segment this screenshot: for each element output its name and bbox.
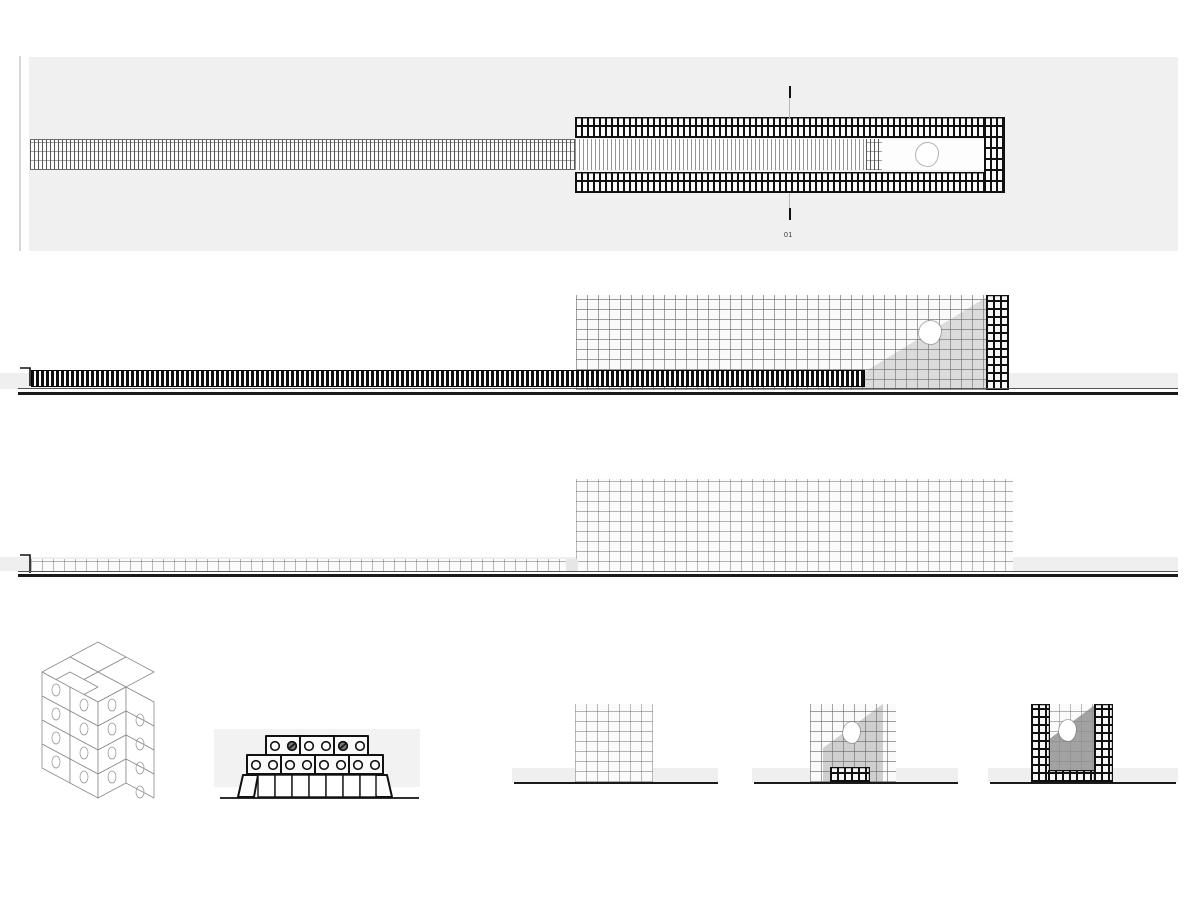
- elev3-left-return-shape: [20, 554, 31, 573]
- elev3-ground-line: [18, 574, 1178, 577]
- section-marker-label: 01: [784, 232, 793, 239]
- module-detail-drawing: [220, 735, 419, 799]
- section-marker-leader-bottom: [789, 193, 790, 210]
- plan-corridor-strip: [30, 139, 578, 170]
- plan-void-blob: [916, 143, 938, 166]
- plan-left-rule: [19, 56, 21, 251]
- elev2-plinth-bar: [31, 370, 865, 387]
- xs3-wall-right-poche: [1094, 704, 1113, 782]
- elev2-left-return: [20, 367, 32, 387]
- marked-opening-group: [286, 740, 349, 752]
- xs3-ground-line: [990, 782, 1176, 784]
- xs3-base-poche: [1048, 770, 1095, 782]
- xs1-body: [575, 704, 653, 782]
- xs2-void-oval: [843, 722, 860, 743]
- elev3-left-return: [20, 554, 32, 574]
- elev3-plinth-bar: [31, 559, 576, 572]
- elev2-ground-line: [18, 392, 1178, 395]
- plan-inner-corridor: [575, 139, 868, 170]
- elev3-tower-body: [576, 479, 1013, 572]
- elev2-end-wall-poche: [986, 295, 1009, 390]
- view-cross-section-light: [512, 690, 722, 805]
- view-cross-section-poche: [988, 690, 1188, 805]
- xs3-wall-left-poche: [1031, 704, 1050, 782]
- xs2-ground-line: [754, 782, 958, 784]
- xs3-shadow-wedge-shape: [1048, 704, 1096, 782]
- plan-corridor-top-edge: [30, 139, 578, 140]
- xs2-base-poche: [830, 767, 870, 782]
- elev2-void-circle: [919, 321, 941, 344]
- view-axonometric: [18, 625, 178, 825]
- plan-wall-upper: [575, 117, 1005, 138]
- section-marker-tick-top: [789, 86, 791, 98]
- view-cross-section-shaded: [752, 690, 962, 805]
- view-long-elevation-shaded: [0, 275, 1200, 415]
- xs1-ground-line: [514, 782, 718, 784]
- xs3-void-oval: [1059, 720, 1076, 741]
- plan-corridor-bottom-edge: [30, 169, 578, 170]
- view-module-detail: [214, 725, 424, 805]
- elev2-left-return-shape: [20, 367, 31, 386]
- plan-wall-lower: [575, 172, 1005, 193]
- section-marker-tick-bottom: [789, 208, 791, 220]
- view-long-elevation-light: [0, 455, 1200, 595]
- elev3-centre-step: [566, 559, 578, 572]
- plan-wall-end-cap: [984, 117, 1005, 193]
- section-marker-label-wrap: 01: [784, 224, 798, 239]
- elev2-ground-line-hairline: [18, 388, 1178, 389]
- axonometric-module-stack: [41, 641, 155, 799]
- xs3-shadow-wedge: [1048, 704, 1096, 782]
- view-roof-plan: 01: [0, 0, 1200, 275]
- elev3-ground-line-hairline: [18, 571, 1178, 572]
- plan-corridor-terminus: [866, 139, 882, 170]
- section-marker-leader-top: [789, 98, 790, 118]
